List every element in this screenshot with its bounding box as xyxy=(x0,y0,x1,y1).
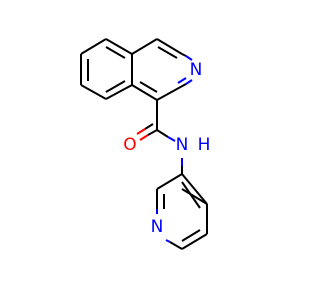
bond xyxy=(144,123,154,130)
bond xyxy=(105,38,133,55)
bond xyxy=(139,134,149,141)
bond xyxy=(80,84,107,100)
bond xyxy=(136,128,146,135)
bond xyxy=(185,55,193,61)
amide-group xyxy=(136,100,183,174)
bond xyxy=(181,181,201,209)
bond xyxy=(156,129,169,138)
benzo-ring xyxy=(80,38,133,100)
atom-label-nitrogen-ring: N xyxy=(190,60,203,80)
bond xyxy=(147,129,158,136)
bond xyxy=(181,229,201,242)
atom-label-nitrogen-amide: N xyxy=(176,135,189,155)
bond xyxy=(181,53,187,57)
bond xyxy=(156,83,187,101)
atom-label-nitrogen-pyridine: N xyxy=(151,217,164,237)
bond xyxy=(131,84,158,101)
bond xyxy=(157,46,178,59)
bond xyxy=(139,81,158,93)
bond xyxy=(80,38,107,55)
aza-ring xyxy=(131,38,193,101)
bond xyxy=(181,233,208,250)
bond xyxy=(177,77,187,84)
bond xyxy=(181,173,208,205)
bond xyxy=(185,79,193,85)
pyridine-ring xyxy=(156,173,208,250)
bond xyxy=(105,84,133,100)
bond xyxy=(169,241,183,250)
bond xyxy=(181,188,208,205)
bond xyxy=(156,38,183,55)
bond xyxy=(105,46,126,59)
atom-label-hydrogen-amide: H xyxy=(198,135,211,155)
atom-label-oxygen: O xyxy=(123,135,136,155)
bond xyxy=(167,136,176,142)
bond xyxy=(131,38,158,55)
bond xyxy=(156,173,183,190)
molecule-structure-diagram: N O N H N xyxy=(80,38,211,250)
bond xyxy=(165,239,171,243)
bond xyxy=(105,80,126,93)
